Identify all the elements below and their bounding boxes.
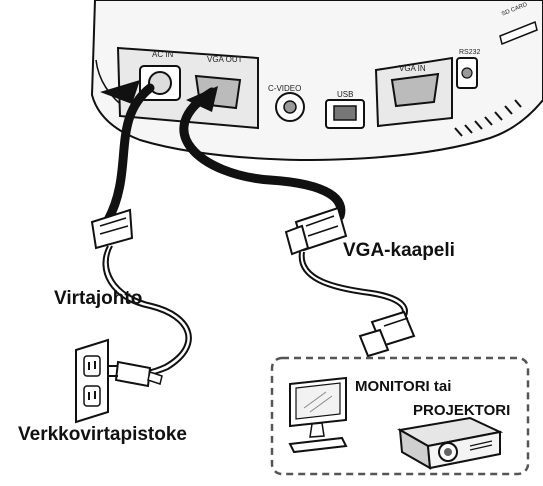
vga-cable-label: VGA-kaapeli [343, 240, 455, 261]
display-device-box [270, 356, 530, 476]
port-label-c-video: C-VIDEO [268, 84, 302, 93]
monitor-icon [288, 376, 348, 454]
wall-outlet-icon [75, 338, 109, 424]
wall-outlet-label: Verkkovirtapistoke [18, 424, 187, 445]
port-label-rs232: RS232 [459, 49, 481, 56]
device-body [90, 0, 543, 162]
projector-icon [397, 416, 504, 470]
port-label-ac-in: AC IN [152, 50, 174, 59]
power-cable [90, 80, 192, 377]
port-label-vga-out: VGA OUT [207, 55, 243, 64]
power-plug-icon [108, 360, 163, 388]
port-label-usb: USB [337, 90, 354, 99]
vga-connector-icon [284, 206, 416, 358]
display-label-line2: PROJEKTORI [413, 402, 511, 419]
display-label-line1: MONITORI tai [355, 378, 452, 395]
vga-cable [179, 86, 346, 221]
power-cord-label: Virtajohto [54, 288, 143, 309]
port-label-vga-in: VGA IN [399, 64, 426, 73]
